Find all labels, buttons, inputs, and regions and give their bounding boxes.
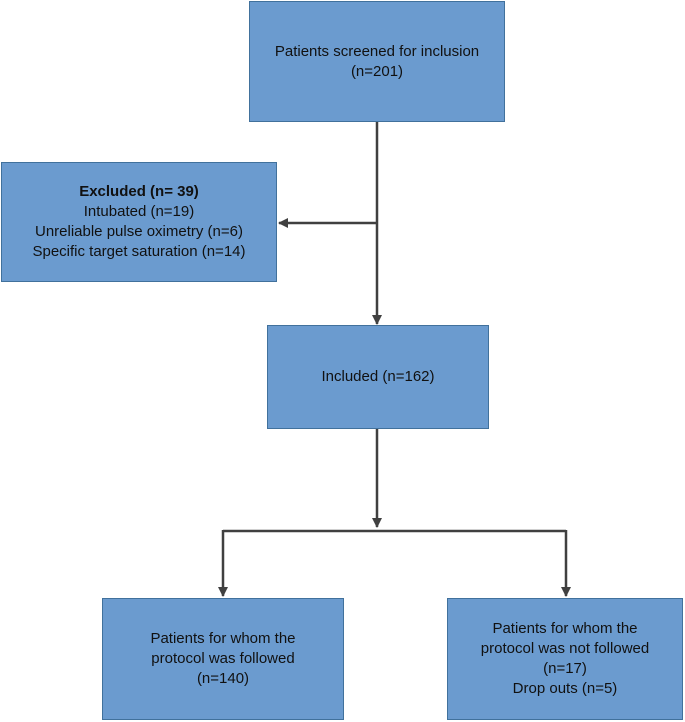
excluded-box: Excluded (n= 39) Intubated (n=19) Unreli…	[1, 162, 277, 282]
included-box: Included (n=162)	[267, 325, 489, 429]
excluded-intubated: Intubated (n=19)	[83, 203, 195, 220]
excluded-oximetry: Unreliable pulse oximetry (n=6)	[34, 223, 243, 240]
not-followed-line-2: protocol was not followed	[480, 640, 650, 657]
not-followed-line-1: Patients for whom the	[492, 620, 638, 637]
excluded-title: Excluded (n= 39)	[79, 183, 199, 200]
followed-line-2: protocol was followed	[151, 650, 295, 667]
excluded-target-saturation: Specific target saturation (n=14)	[32, 243, 246, 260]
followed-count: (n=140)	[196, 670, 250, 687]
not-followed-count: (n=17)	[543, 660, 587, 677]
screened-label: Patients screened for inclusion	[274, 42, 480, 60]
screened-count: (n=201)	[350, 62, 404, 80]
protocol-followed-box: Patients for whom the protocol was follo…	[102, 598, 344, 720]
protocol-not-followed-box: Patients for whom the protocol was not f…	[447, 598, 683, 720]
included-label: Included (n=162)	[321, 368, 435, 385]
drop-outs-count: Drop outs (n=5)	[512, 680, 618, 697]
screened-box: Patients screened for inclusion (n=201)	[249, 1, 505, 122]
followed-line-1: Patients for whom the	[150, 630, 296, 647]
